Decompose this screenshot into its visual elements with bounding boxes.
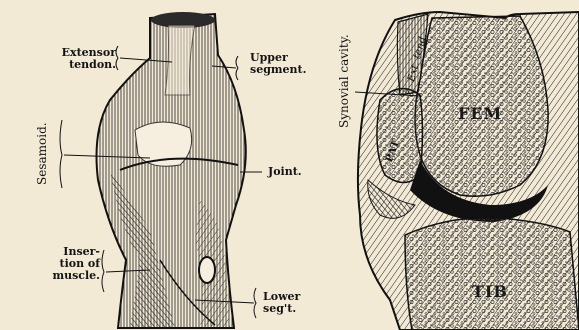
sectional-joint-view [358,12,579,330]
femur-label: FEM [458,108,502,120]
external-joint-view [97,12,246,328]
extensor-tendon-label: Extensor tendon. [36,47,116,71]
lower-segment-label: Lower seg't. [263,291,300,315]
insertion-of-muscle-label: Inser- tion of muscle. [40,246,100,282]
joint-label: Joint. [268,166,302,178]
upper-segment-label: Upper segment. [250,52,306,76]
sesamoid-label: Sesamoid. [36,122,48,185]
tibia-label: TIB [472,286,508,298]
synovial-cavity-label: Synovial cavity. [338,34,350,128]
